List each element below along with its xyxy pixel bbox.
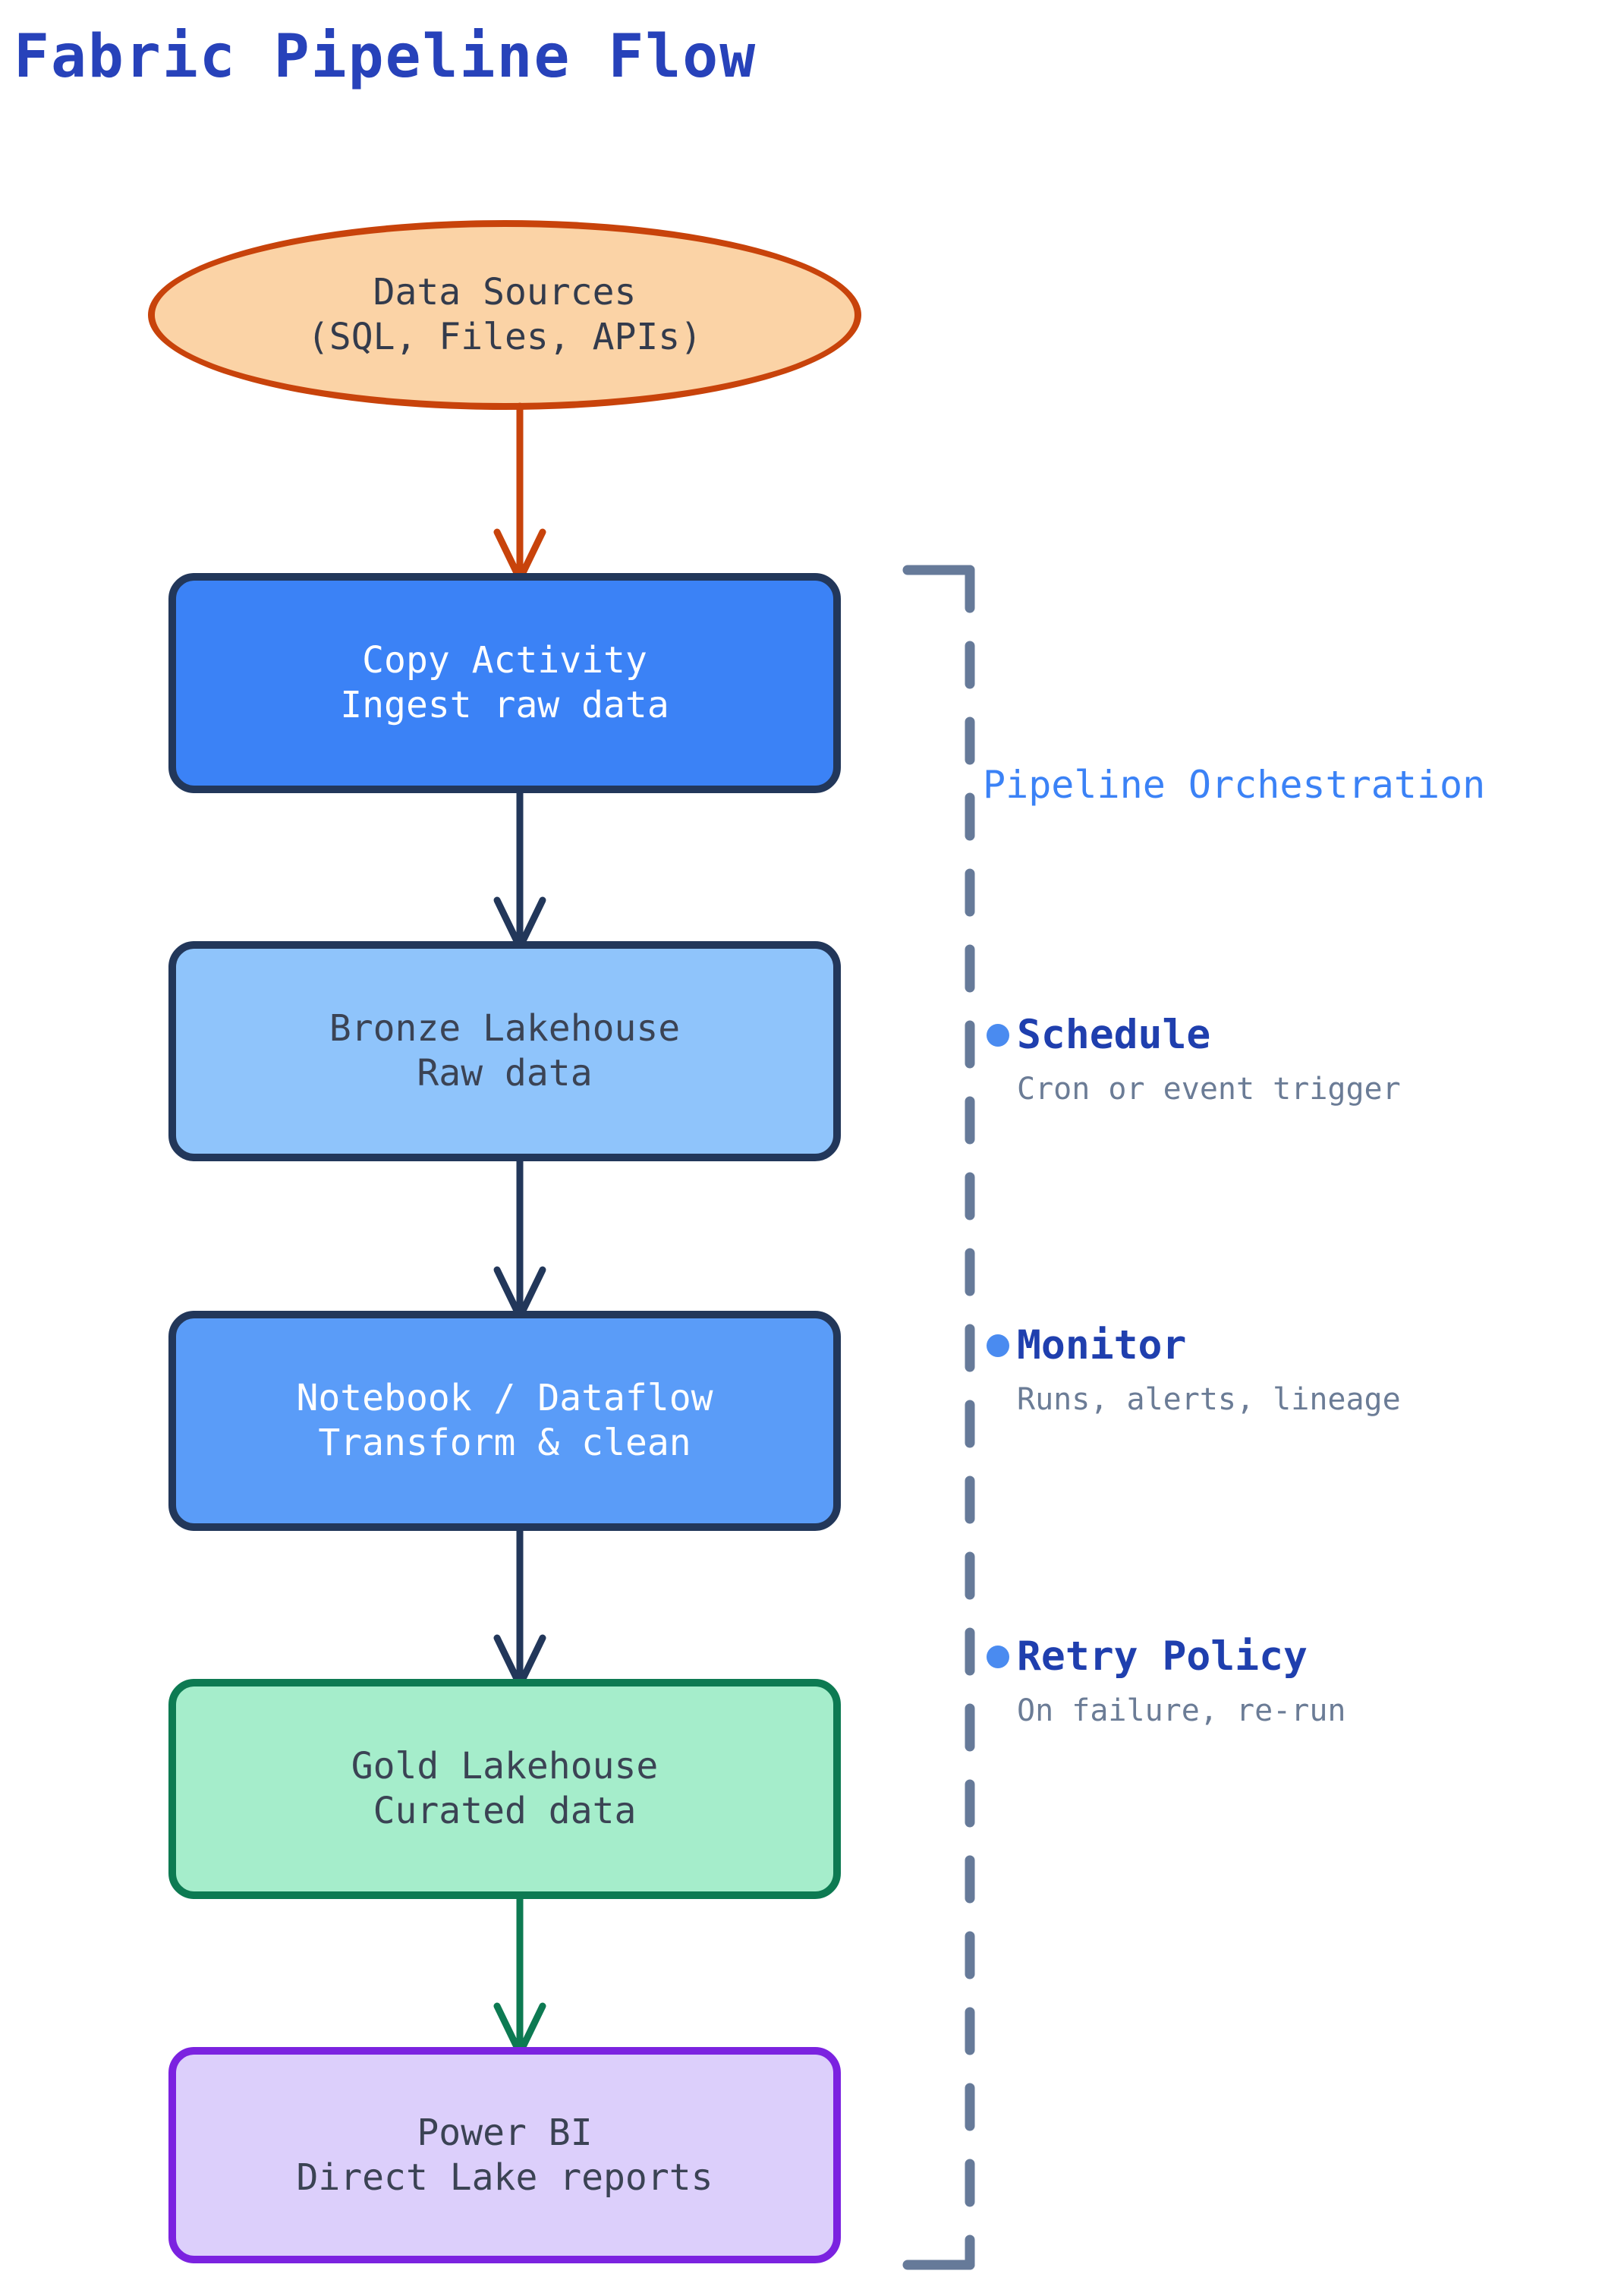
edge-data-sources-to-copy-activity [493, 402, 546, 583]
orchestration-item-retry-policy[interactable]: Retry Policy On failure, re-run [987, 1633, 1609, 1728]
edge-bronze-to-notebook [493, 1155, 546, 1321]
node-notebook-line2: Transform & clean [318, 1422, 691, 1464]
node-power-bi-line2: Direct Lake reports [296, 2156, 713, 2199]
node-copy-activity[interactable]: Copy Activity Ingest raw data [168, 573, 841, 793]
node-copy-activity-line1: Copy Activity [362, 639, 647, 682]
node-power-bi-line1: Power BI [417, 2111, 593, 2154]
node-gold-lakehouse[interactable]: Gold Lakehouse Curated data [168, 1679, 841, 1899]
edge-copy-activity-to-bronze [493, 786, 546, 951]
node-bronze-lakehouse[interactable]: Bronze Lakehouse Raw data [168, 941, 841, 1161]
orchestration-item-schedule-desc: Cron or event trigger [1017, 1072, 1401, 1107]
node-notebook-line1: Notebook / Dataflow [296, 1377, 713, 1420]
node-bronze-line1: Bronze Lakehouse [329, 1007, 681, 1050]
node-gold-line2: Curated data [373, 1790, 637, 1832]
orchestration-item-monitor-label: Monitor [1017, 1322, 1187, 1368]
orchestration-item-monitor[interactable]: Monitor Runs, alerts, lineage [987, 1322, 1609, 1417]
edge-notebook-to-gold [493, 1523, 546, 1689]
node-data-sources-line1: Data Sources [373, 271, 637, 314]
node-power-bi[interactable]: Power BI Direct Lake reports [168, 2047, 841, 2263]
node-data-sources-line2: (SQL, Files, APIs) [307, 316, 703, 358]
orchestration-item-schedule-label: Schedule [1017, 1012, 1211, 1058]
orchestration-item-retry-policy-label: Retry Policy [1017, 1633, 1308, 1680]
orchestration-item-retry-policy-desc: On failure, re-run [1017, 1693, 1346, 1728]
page-title: Fabric Pipeline Flow [14, 23, 757, 91]
orchestration-item-monitor-desc: Runs, alerts, lineage [1017, 1382, 1401, 1417]
bullet-dot-icon [987, 1023, 1009, 1047]
orchestration-item-monitor-header: Monitor [987, 1322, 1609, 1368]
orchestration-item-retry-policy-header: Retry Policy [987, 1633, 1609, 1680]
orchestration-item-schedule-header: Schedule [987, 1012, 1609, 1058]
node-bronze-line2: Raw data [417, 1052, 593, 1094]
orchestration-bracket [902, 565, 975, 2270]
node-notebook-dataflow[interactable]: Notebook / Dataflow Transform & clean [168, 1311, 841, 1531]
edge-gold-to-power-bi [493, 1891, 546, 2057]
orchestration-item-schedule[interactable]: Schedule Cron or event trigger [987, 1012, 1609, 1107]
node-copy-activity-line2: Ingest raw data [340, 684, 669, 726]
bullet-dot-icon [987, 1334, 1009, 1357]
node-gold-line1: Gold Lakehouse [351, 1745, 659, 1788]
orchestration-title: Pipeline Orchestration [983, 763, 1486, 807]
node-data-sources[interactable]: Data Sources (SQL, Files, APIs) [148, 220, 861, 410]
bullet-dot-icon [987, 1645, 1009, 1668]
